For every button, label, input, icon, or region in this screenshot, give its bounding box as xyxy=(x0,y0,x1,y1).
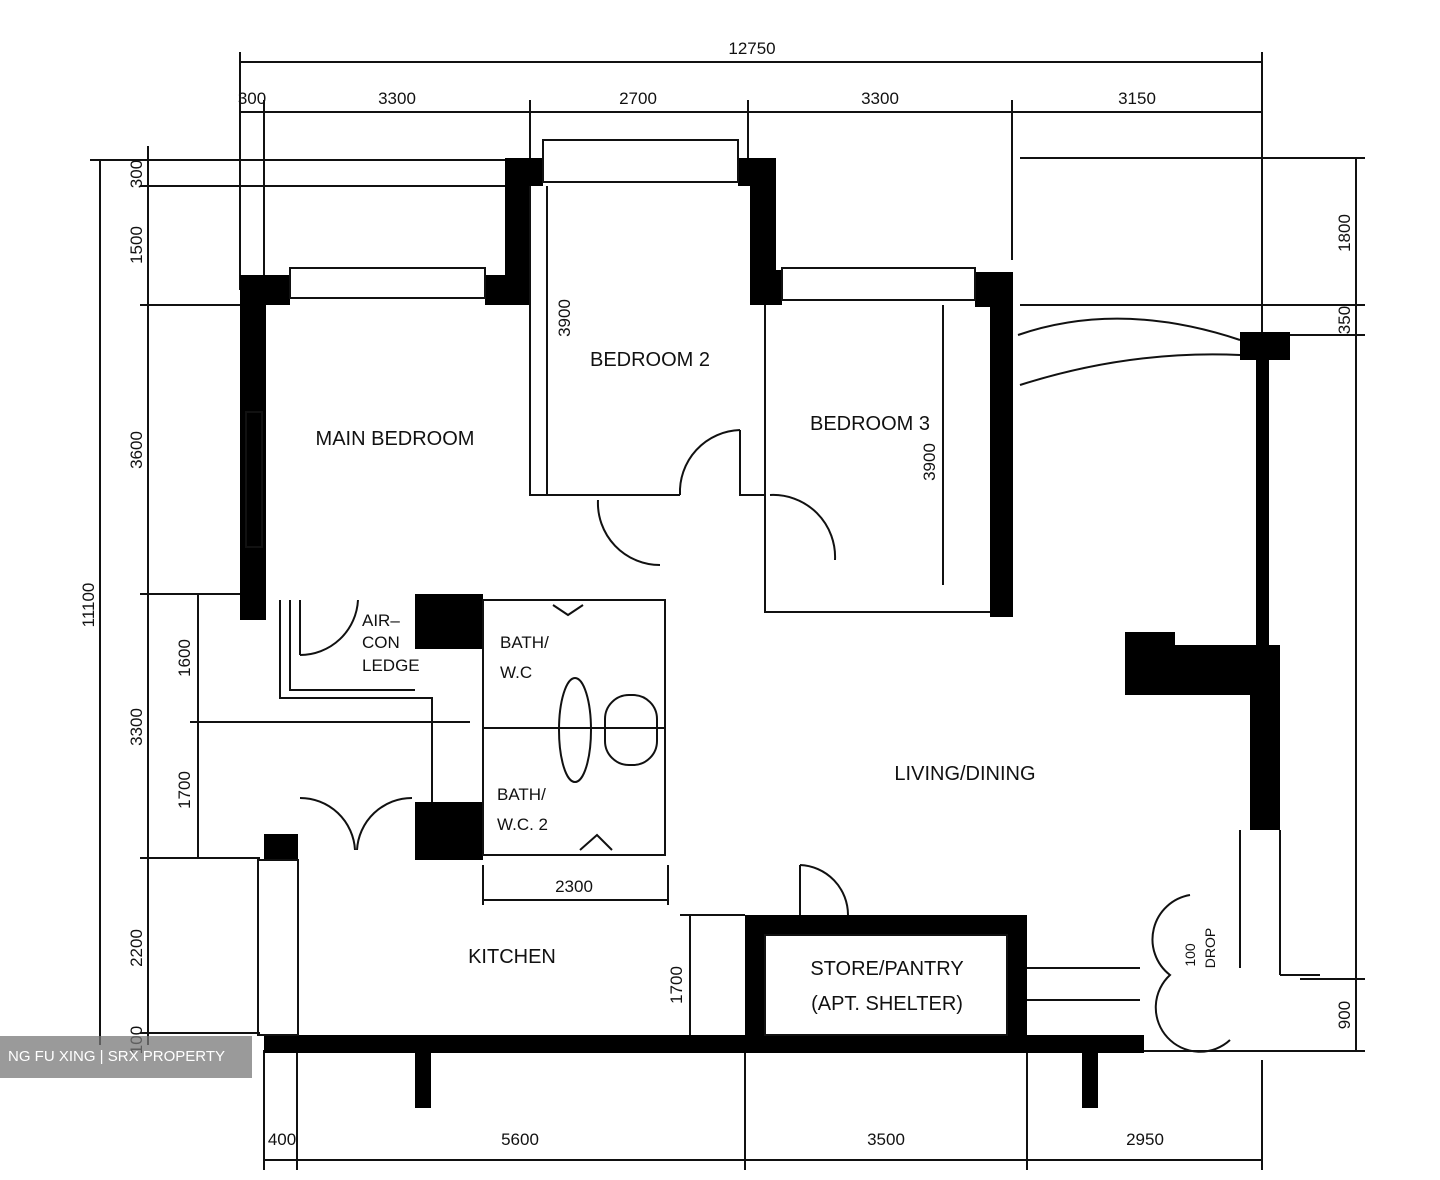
dim-bottom-2: 3500 xyxy=(867,1130,905,1149)
dim-left-4: 2200 xyxy=(127,929,146,967)
dim-top-1: 3300 xyxy=(378,89,416,108)
dim-right-0: 1800 xyxy=(1335,214,1354,252)
dim-bottom-0: 400 xyxy=(268,1130,296,1149)
room-aircon-ledge-2: CON xyxy=(362,633,400,652)
room-bedroom-2: BEDROOM 2 xyxy=(590,349,710,371)
dim-left-inner-1: 1700 xyxy=(175,771,194,809)
dim-left-3: 3300 xyxy=(127,708,146,746)
dim-left-0: 300 xyxy=(127,160,146,188)
room-aircon-ledge-3: LEDGE xyxy=(362,656,420,675)
drop-label-1: 100 xyxy=(1182,943,1198,967)
room-aircon-ledge-1: AIR– xyxy=(362,611,400,630)
dim-bed2-depth: 3900 xyxy=(555,299,574,337)
dim-top-0: 300 xyxy=(238,89,266,108)
dim-bed3-depth: 3900 xyxy=(920,443,939,481)
walls xyxy=(240,158,1290,1108)
drop-label-2: DROP xyxy=(1202,928,1218,968)
room-store-pantry-1: STORE/PANTRY xyxy=(810,958,963,980)
room-main-bedroom: MAIN BEDROOM xyxy=(316,428,475,450)
dim-top-total: 12750 xyxy=(728,39,775,58)
room-kitchen: KITCHEN xyxy=(468,946,556,968)
room-bath-1-1: BATH/ xyxy=(500,633,549,652)
dim-top-3: 3300 xyxy=(861,89,899,108)
dim-top-4: 3150 xyxy=(1118,89,1156,108)
dim-bath-width: 2300 xyxy=(555,877,593,896)
dim-bottom-1: 5600 xyxy=(501,1130,539,1149)
room-bath-1-2: W.C xyxy=(500,663,532,682)
dim-right-2: 900 xyxy=(1335,1001,1354,1029)
watermark: NG FU XING | SRX PROPERTY xyxy=(0,1036,252,1078)
interior-lines xyxy=(245,139,1320,1053)
room-bath-2-1: BATH/ xyxy=(497,785,546,804)
dim-top-2: 2700 xyxy=(619,89,657,108)
dimension-lines xyxy=(90,52,1365,1170)
dim-right-1: 350 xyxy=(1335,306,1354,334)
room-bath-2-2: W.C. 2 xyxy=(497,815,548,834)
dim-left-inner-0: 1600 xyxy=(175,639,194,677)
dim-left-1: 1500 xyxy=(127,226,146,264)
dim-bottom-3: 2950 xyxy=(1126,1130,1164,1149)
room-living-dining: LIVING/DINING xyxy=(894,763,1035,785)
dim-kitchen-depth: 1700 xyxy=(667,966,686,1004)
room-store-pantry-2: (APT. SHELTER) xyxy=(811,993,963,1015)
room-bedroom-3: BEDROOM 3 xyxy=(810,413,930,435)
dim-left-total: 11100 xyxy=(79,583,98,628)
dim-left-2: 3600 xyxy=(127,431,146,469)
